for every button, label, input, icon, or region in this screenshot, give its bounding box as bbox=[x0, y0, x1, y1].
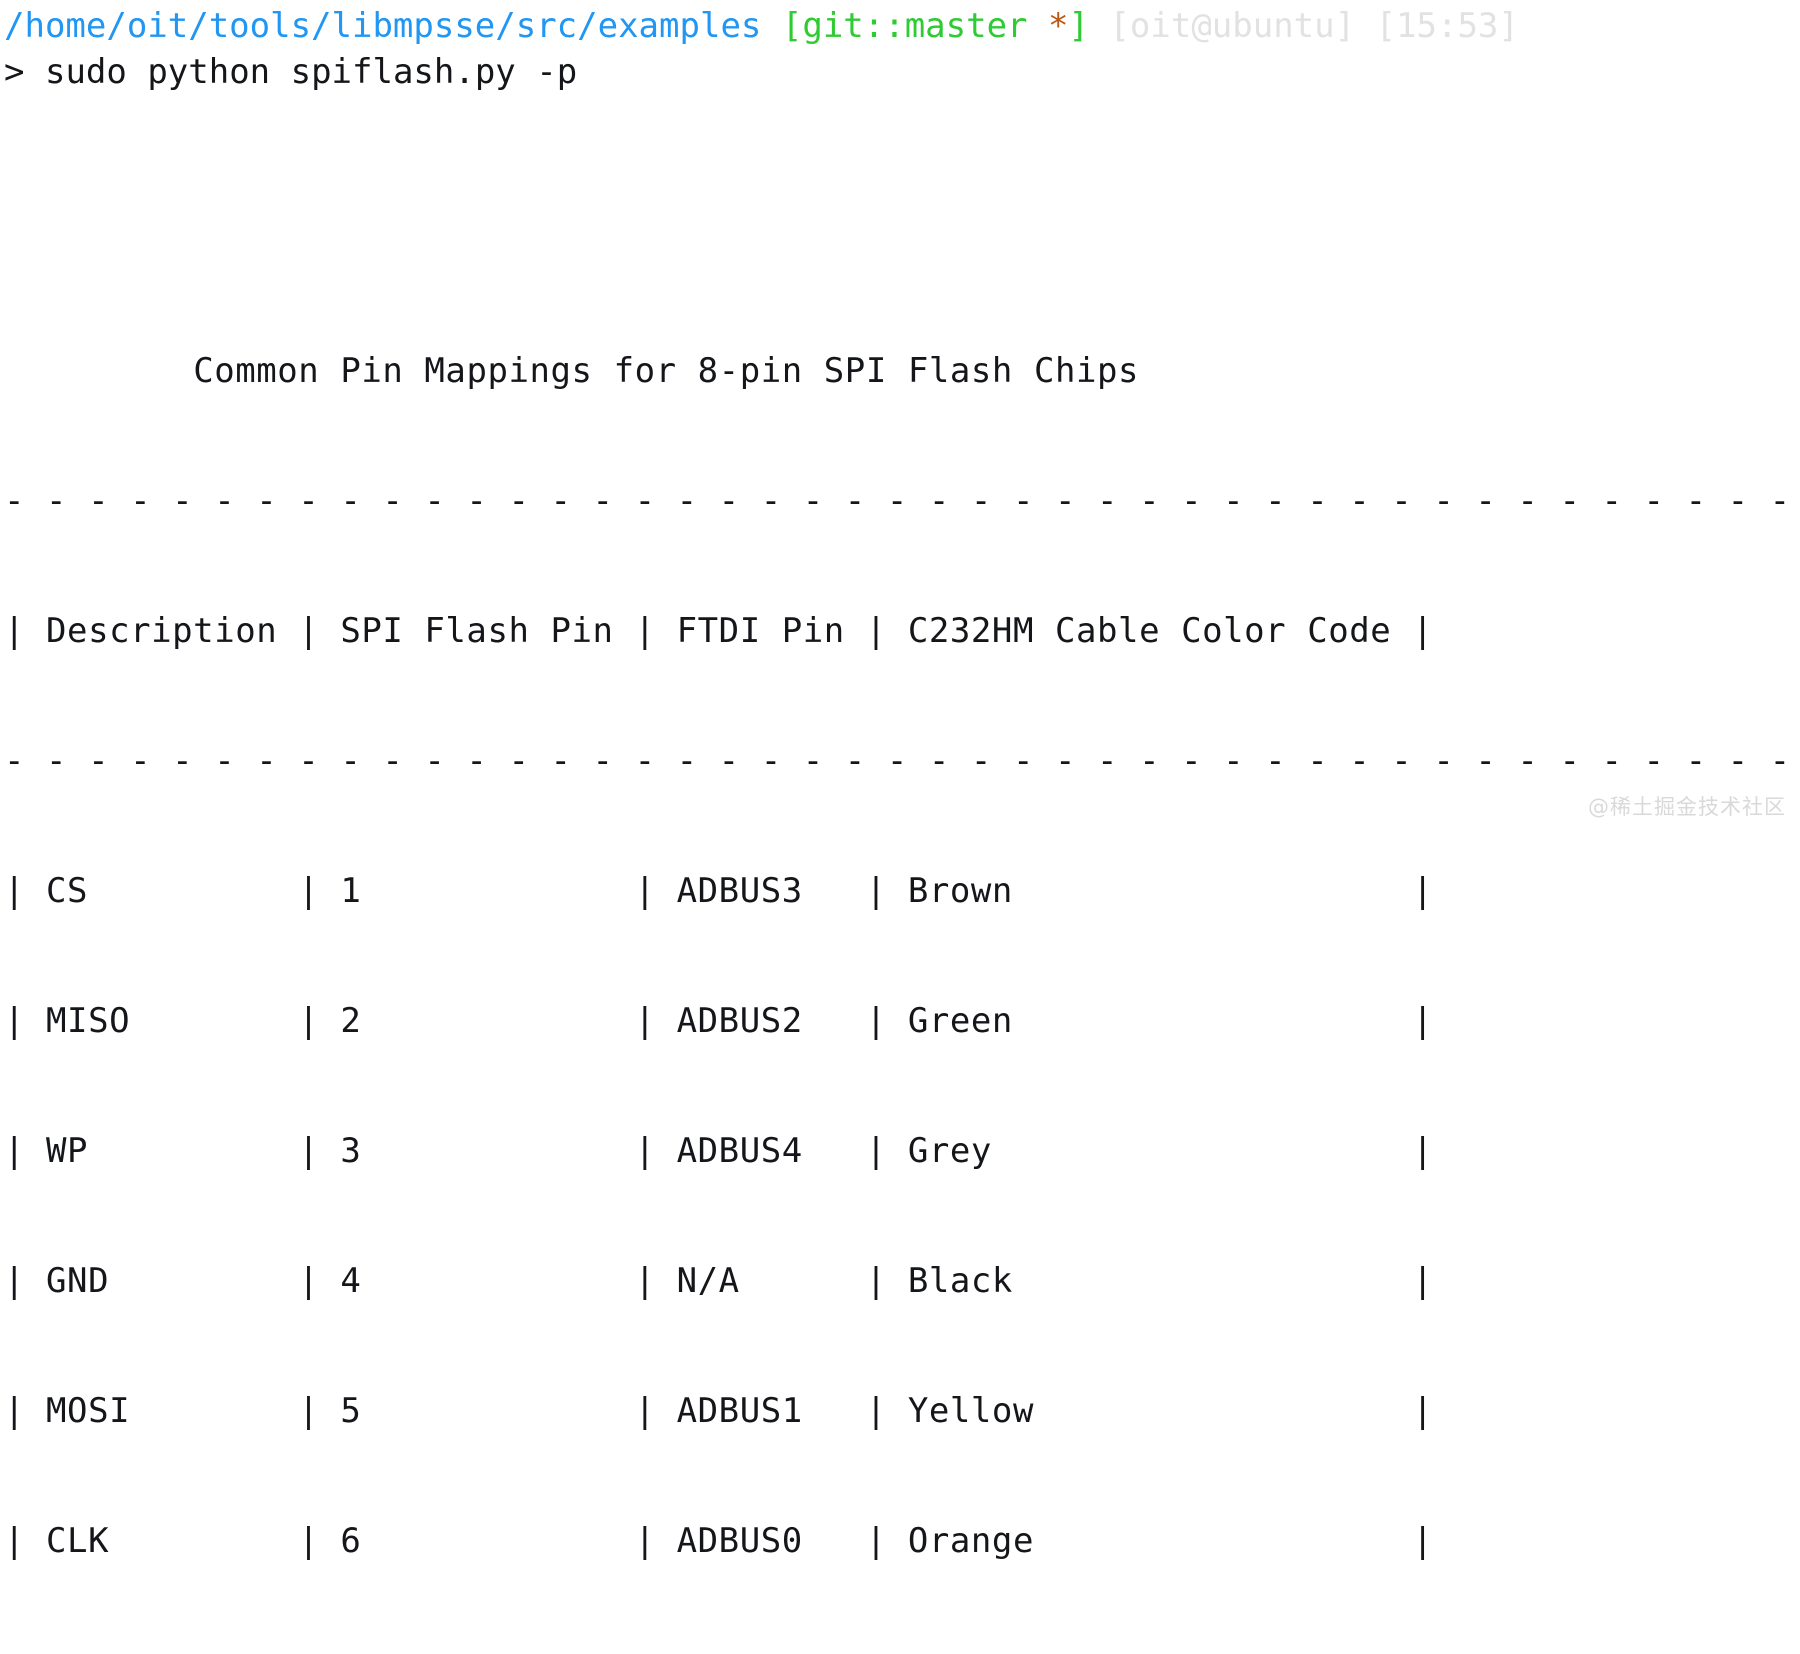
title-indent bbox=[4, 351, 193, 391]
command-line[interactable]: > sudo python spiflash.py -p bbox=[4, 50, 577, 94]
prompt-git-dirty-marker: * bbox=[1047, 6, 1069, 46]
output-blank-line-1 bbox=[4, 221, 1791, 264]
prompt-gap-2 bbox=[1089, 6, 1109, 46]
prompt-cwd-path: /home/oit/tools/libmpsse/src/examples bbox=[4, 6, 762, 46]
table-row: | MOSI | 5 | ADBUS1 | Yellow | bbox=[4, 1390, 1434, 1431]
table-row: | HOLD | 7 | ADBUS5 | Purple | bbox=[4, 1649, 1791, 1654]
prompt-gap-1 bbox=[761, 6, 781, 46]
prompt-gap-3 bbox=[1355, 6, 1375, 46]
prompt-git-branch: [git::master bbox=[781, 6, 1048, 46]
command-text: sudo python spiflash.py -p bbox=[44, 52, 578, 92]
table-row: | GND | 4 | N/A | Black | bbox=[4, 1260, 1434, 1301]
output-title: Common Pin Mappings for 8-pin SPI Flash … bbox=[193, 351, 1140, 392]
table-rule-middle: - - - - - - - - - - - - - - - - - - - - … bbox=[4, 741, 1791, 782]
table-row: | CLK | 6 | ADBUS0 | Orange | bbox=[4, 1520, 1434, 1561]
program-output: Common Pin Mappings for 8-pin SPI Flash … bbox=[4, 134, 1791, 1654]
shell-prompt-line: /home/oit/tools/libmpsse/src/examples [g… bbox=[4, 4, 1519, 48]
prompt-git-bracket-close: ] bbox=[1068, 6, 1089, 46]
prompt-user-host: [oit@ubuntu] bbox=[1109, 6, 1356, 46]
table-row: | CS | 1 | ADBUS3 | Brown | bbox=[4, 871, 1434, 912]
table-row: | MISO | 2 | ADBUS2 | Green | bbox=[4, 1000, 1434, 1041]
table-header-row: | Description | SPI Flash Pin | FTDI Pin… bbox=[4, 611, 1434, 652]
table-row: | WP | 3 | ADBUS4 | Grey | bbox=[4, 1130, 1434, 1171]
table-rule-top: - - - - - - - - - - - - - - - - - - - - … bbox=[4, 481, 1791, 522]
prompt-caret-icon: > bbox=[4, 52, 25, 92]
prompt-clock: [15:53] bbox=[1375, 6, 1519, 46]
output-title-line: Common Pin Mappings for 8-pin SPI Flash … bbox=[4, 350, 1791, 393]
watermark: @稀土掘金技术社区 bbox=[1588, 795, 1786, 819]
command-gap bbox=[24, 52, 44, 92]
